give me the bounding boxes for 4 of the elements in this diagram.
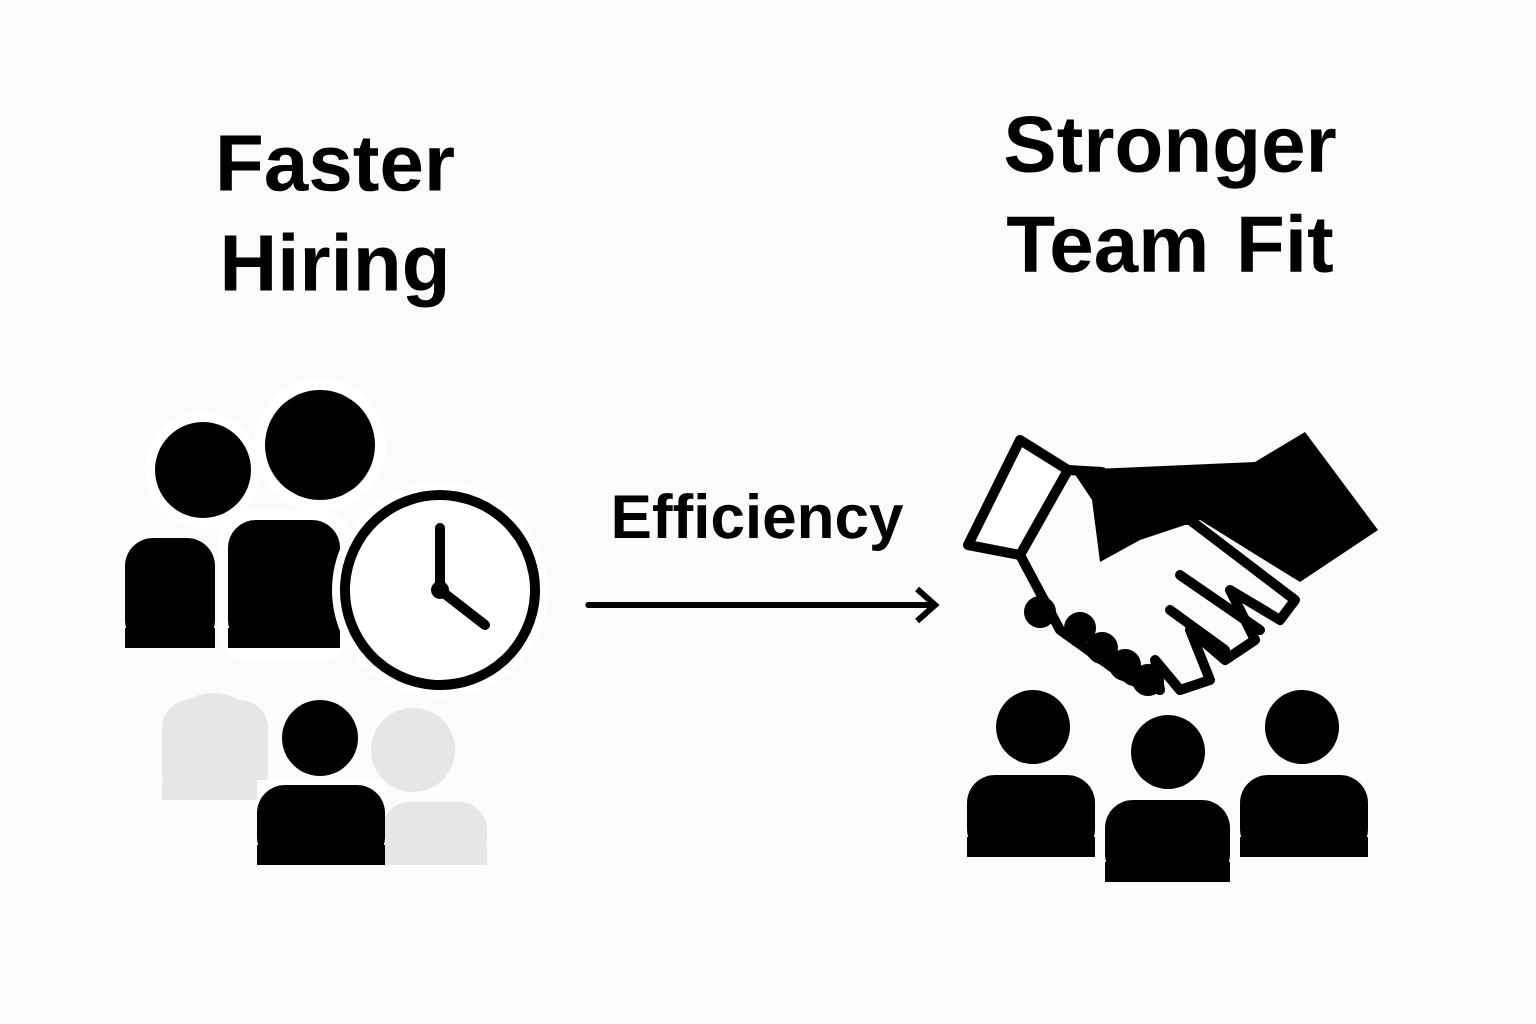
edge-label: Efficiency [606,489,908,555]
heading: Faster Hiring [220,135,454,308]
arrow [585,586,940,624]
heading: Stronger Team Fit [1005,115,1336,273]
